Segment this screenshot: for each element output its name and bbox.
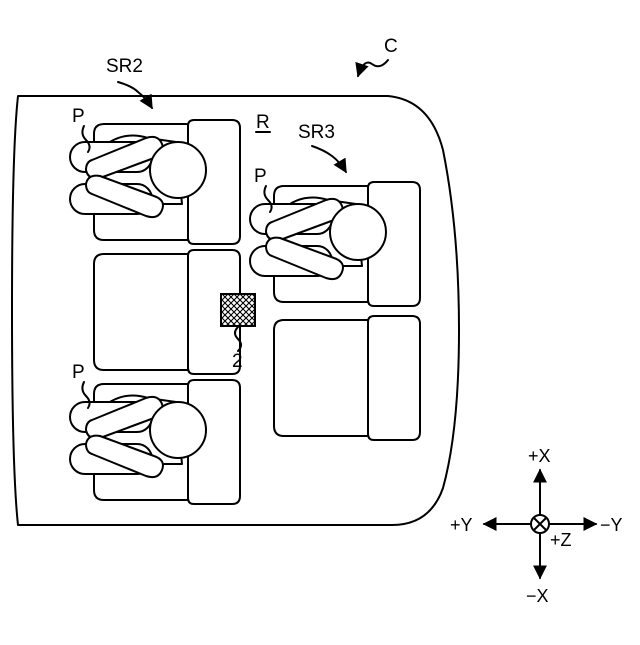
row-sr2 bbox=[70, 120, 240, 504]
person-label-2: P bbox=[254, 166, 267, 187]
axis-minus-x-label: −X bbox=[526, 586, 549, 606]
occupant-seat-sr3 bbox=[250, 182, 420, 306]
room-label: R bbox=[256, 112, 270, 133]
axis-plus-z-label: +Z bbox=[550, 530, 572, 550]
axis-plus-x-label: +X bbox=[528, 446, 551, 466]
device-2 bbox=[221, 294, 255, 326]
occupant-seat-front bbox=[70, 120, 240, 244]
row-sr3-label: SR3 bbox=[298, 122, 335, 143]
row-sr3-leader bbox=[312, 146, 346, 172]
row-sr2-label: SR2 bbox=[106, 56, 143, 77]
cabin-leader bbox=[358, 60, 388, 76]
axis-minus-y-label: −Y bbox=[600, 515, 623, 535]
axis-indicator: +X −X +Y −Y +Z bbox=[450, 446, 623, 606]
cabin-label: C bbox=[384, 36, 398, 57]
person-label-1: P bbox=[72, 106, 85, 127]
person-label-3: P bbox=[72, 362, 85, 383]
occupant-seat-rear bbox=[70, 380, 240, 504]
row-sr3 bbox=[250, 182, 420, 440]
axis-plus-y-label: +Y bbox=[450, 515, 473, 535]
empty-seat-middle bbox=[94, 250, 240, 374]
empty-seat-sr3 bbox=[274, 316, 420, 440]
device-label: 2 bbox=[232, 351, 243, 372]
